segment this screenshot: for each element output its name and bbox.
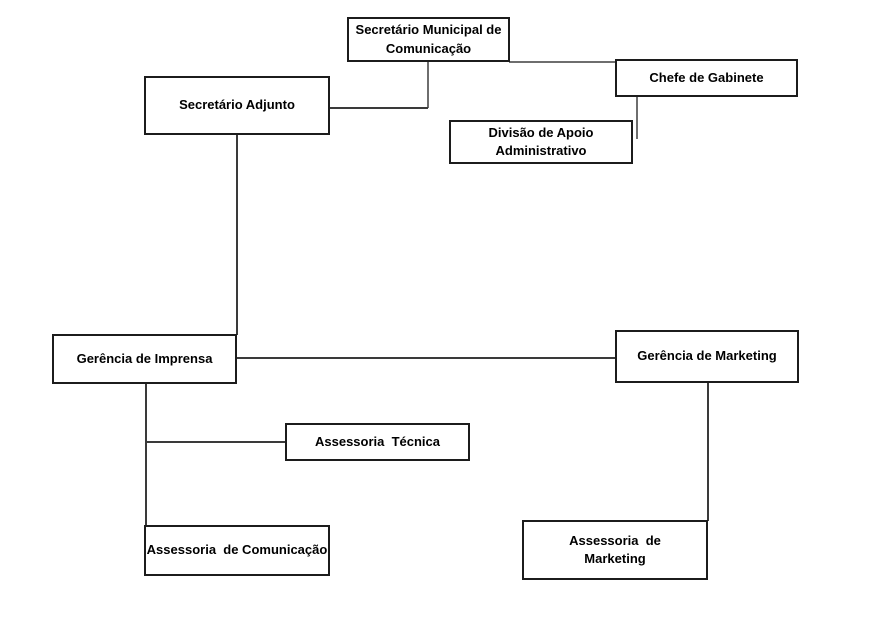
connector-imprensa-drop: [145, 384, 147, 526]
connector-chefe-to-divisao: [636, 97, 638, 139]
node-gerencia-de-marketing: Gerência de Marketing: [615, 330, 799, 383]
connector-imprensa-to-marketing: [237, 357, 615, 359]
connector-municipal-drop: [427, 62, 429, 108]
node-secretario-adjunto: Secretário Adjunto: [144, 76, 330, 135]
connector-adjunto-to-imprensa: [236, 135, 238, 335]
node-chefe-de-gabinete: Chefe de Gabinete: [615, 59, 798, 97]
connector-adjunto-link: [330, 107, 428, 109]
node-assessoria-de-marketing: Assessoria de Marketing: [522, 520, 708, 580]
connector-to-assessoria-tecnica: [145, 441, 285, 443]
connector-marketing-to-assessoria: [707, 383, 709, 521]
node-secretario-municipal: Secretário Municipal de Comunicação: [347, 17, 510, 62]
node-assessoria-tecnica: Assessoria Técnica: [285, 423, 470, 461]
node-divisao-de-apoio-administrativo: Divisão de Apoio Administrativo: [449, 120, 633, 164]
connector-municipal-to-chefe: [509, 61, 616, 63]
node-gerencia-de-imprensa: Gerência de Imprensa: [52, 334, 237, 384]
node-assessoria-de-comunicacao: Assessoria de Comunicação: [144, 525, 330, 576]
